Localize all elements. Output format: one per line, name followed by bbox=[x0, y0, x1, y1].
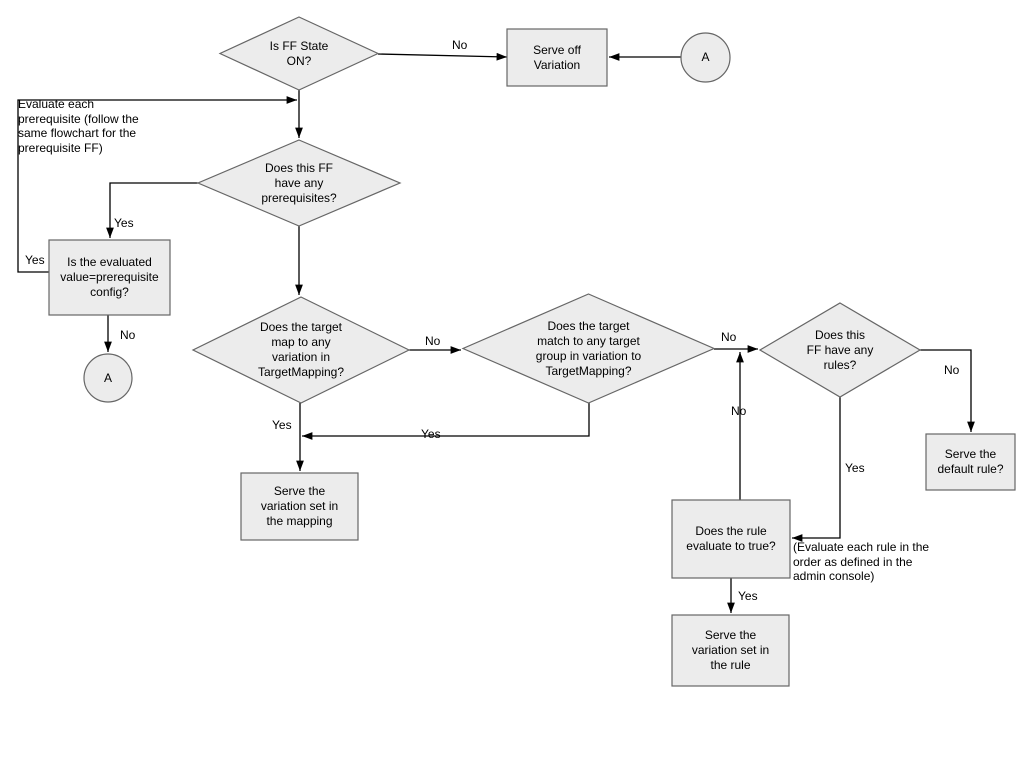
node-shape-has-rules[interactable] bbox=[758, 302, 922, 398]
edge-label-rules-no: No bbox=[944, 363, 960, 377]
node-shape-connector-a-top[interactable] bbox=[680, 32, 731, 83]
edge-label-target-group-no: No bbox=[721, 330, 737, 344]
edge-label-rule-false-no: No bbox=[731, 404, 747, 418]
edge-prereq-yes-to-evalbox bbox=[106, 182, 198, 238]
edge-label-prereq-loop-yes: Yes bbox=[25, 253, 45, 267]
edge-hasrules-yes-to-ruleeval bbox=[792, 397, 841, 542]
edge-hasrules-no-to-servedefault bbox=[920, 349, 975, 432]
node-shape-target-match-group[interactable] bbox=[461, 293, 716, 404]
edge-label-prereq-config-no: No bbox=[120, 328, 136, 342]
node-shape-serve-default-rule[interactable] bbox=[925, 433, 1016, 491]
edge-label-target-map-yes: Yes bbox=[272, 418, 292, 432]
node-shape-serve-variation-rule[interactable] bbox=[671, 614, 790, 687]
node-shape-evaluated-value-prereq[interactable] bbox=[48, 239, 171, 316]
note-rule-order: (Evaluate each rule in the order as defi… bbox=[793, 540, 930, 583]
edge-label-rule-true-yes: Yes bbox=[738, 589, 758, 603]
node-shape-has-prerequisites[interactable] bbox=[196, 139, 402, 227]
edge-label-prereq-yes: Yes bbox=[114, 216, 134, 230]
edge-label-rules-yes: Yes bbox=[845, 461, 865, 475]
node-shape-ff-state[interactable] bbox=[218, 16, 380, 91]
node-shape-serve-variation-mapping[interactable] bbox=[240, 472, 359, 541]
node-shape-target-map-variation[interactable] bbox=[191, 296, 411, 404]
node-shapes bbox=[48, 16, 1016, 687]
note-prerequisite: Evaluate each prerequisite (follow the s… bbox=[18, 97, 139, 155]
node-shape-connector-a-bottom[interactable] bbox=[83, 353, 133, 403]
edge-label-ff-state-no: No bbox=[452, 38, 468, 52]
edge-prereqconfig-loop-to-ffstate bbox=[17, 96, 297, 273]
node-shape-rule-evaluate-true[interactable] bbox=[671, 499, 791, 579]
edge-label-target-group-yes: Yes bbox=[421, 427, 441, 441]
node-shape-serve-off-variation[interactable] bbox=[506, 28, 608, 87]
edge-label-target-map-no: No bbox=[425, 334, 441, 348]
edge-targetgroup-yes-to-servemapping bbox=[302, 403, 590, 440]
edge-ffstate-to-serveoff bbox=[377, 52, 508, 61]
